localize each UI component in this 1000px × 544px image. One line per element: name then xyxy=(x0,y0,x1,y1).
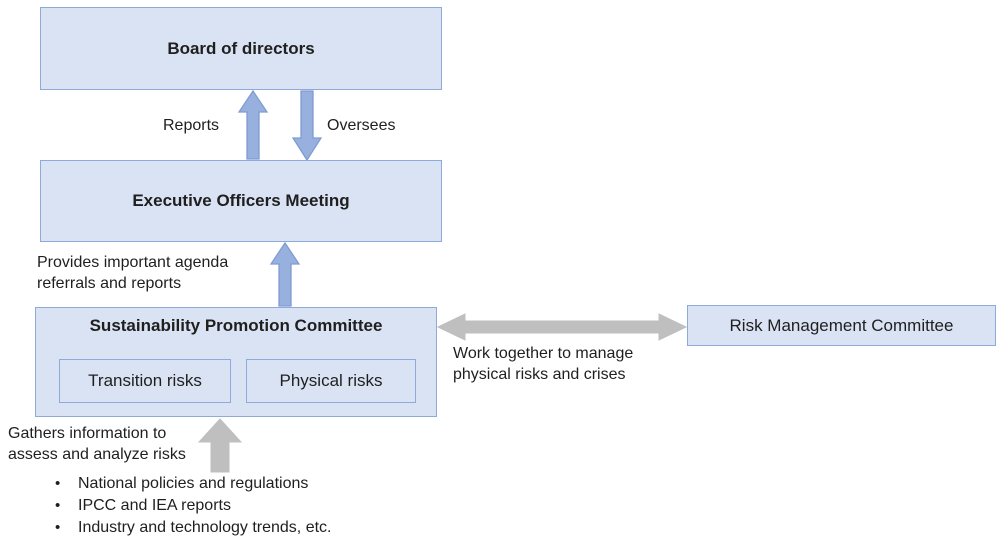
list-item-text: IPCC and IEA reports xyxy=(78,497,231,514)
information-sources-list: • National policies and regulations • IP… xyxy=(55,475,331,541)
sustainability-promotion-committee-box: Sustainability Promotion Committee Trans… xyxy=(35,307,437,417)
transition-risks-label: Transition risks xyxy=(88,371,202,390)
executive-officers-meeting-box: Executive Officers Meeting xyxy=(40,160,442,242)
transition-risks-box: Transition risks xyxy=(59,359,231,403)
collaboration-double-arrow-icon xyxy=(437,313,687,341)
reports-up-arrow-icon xyxy=(238,90,268,160)
bullet-icon: • xyxy=(55,519,61,536)
list-item-text: National policies and regulations xyxy=(78,475,309,492)
work-together-label: Work together to manage physical risks a… xyxy=(453,345,634,383)
provides-agenda-label: Provides important agenda referrals and … xyxy=(37,254,229,292)
board-of-directors-box: Board of directors xyxy=(40,7,442,90)
list-item: • Industry and technology trends, etc. xyxy=(55,519,331,541)
risk-management-committee-box: Risk Management Committee xyxy=(687,305,996,346)
referral-up-arrow-icon xyxy=(270,242,300,307)
oversees-down-arrow-icon xyxy=(292,90,322,161)
physical-risks-box: Physical risks xyxy=(246,359,416,403)
physical-risks-label: Physical risks xyxy=(279,371,383,390)
oversees-label: Oversees xyxy=(327,117,396,134)
reports-label: Reports xyxy=(163,117,220,134)
board-of-directors-label: Board of directors xyxy=(167,38,315,58)
gathers-information-label: Gathers information to assess and analyz… xyxy=(8,425,186,463)
list-item-text: Industry and technology trends, etc. xyxy=(78,519,332,536)
list-item: • IPCC and IEA reports xyxy=(55,497,331,519)
risk-management-committee-label: Risk Management Committee xyxy=(729,315,954,335)
information-up-arrow-icon xyxy=(198,418,242,473)
bullet-icon: • xyxy=(55,475,61,492)
sustainability-promotion-committee-label: Sustainability Promotion Committee xyxy=(89,316,383,335)
list-item: • National policies and regulations xyxy=(55,475,331,497)
bullet-icon: • xyxy=(55,497,61,514)
executive-officers-meeting-label: Executive Officers Meeting xyxy=(132,191,350,210)
